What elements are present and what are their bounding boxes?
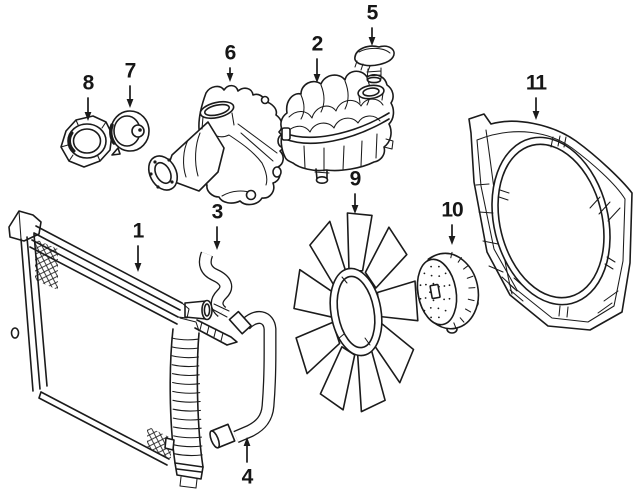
part-fan-shroud	[468, 113, 633, 331]
part-upper-hose	[198, 251, 233, 318]
callout-arrowhead	[134, 263, 142, 272]
callout-arrowhead	[368, 37, 376, 46]
part-thermostat	[109, 110, 150, 156]
callout-fan-shroud[interactable]: 11	[526, 72, 548, 121]
callout-arrowhead	[532, 111, 540, 120]
callout-upper-radiator-hose[interactable]: 3	[212, 201, 224, 251]
callout-number[interactable]: 3	[212, 201, 224, 224]
callout-arrowhead	[213, 241, 221, 250]
part-thermostat-cover	[60, 115, 113, 168]
callout-thermostat[interactable]: 7	[125, 60, 137, 109]
callout-arrowhead	[313, 74, 321, 83]
callout-number[interactable]: 5	[367, 2, 380, 25]
callout-number[interactable]: 10	[441, 199, 464, 222]
callout-radiator[interactable]: 1	[133, 220, 146, 273]
part-fan-clutch	[416, 251, 480, 334]
callout-number[interactable]: 11	[526, 72, 549, 95]
callout-arrowhead	[226, 73, 234, 82]
callout-arrowhead	[126, 99, 134, 108]
callout-arrowhead	[351, 205, 359, 214]
callout-lower-radiator-hose[interactable]: 4	[242, 437, 255, 489]
callout-number[interactable]: 2	[312, 33, 324, 56]
fan-blade-shape	[376, 280, 419, 322]
callout-water-pump[interactable]: 6	[225, 42, 237, 83]
callout-arrowhead	[243, 437, 251, 446]
callout-number[interactable]: 9	[350, 168, 362, 191]
part-fan	[293, 212, 419, 413]
part-water-pump	[147, 84, 287, 206]
callout-expansion-tank-cap[interactable]: 5	[367, 2, 380, 47]
fan-blade-shape	[346, 212, 373, 272]
callout-expansion-tank[interactable]: 2	[312, 33, 324, 84]
callout-fan-clutch[interactable]: 10	[441, 199, 464, 246]
part-expansion-tank	[280, 70, 395, 185]
fan-blade-shape	[364, 226, 408, 289]
callout-fan-blade[interactable]: 9	[350, 168, 362, 215]
callout-number[interactable]: 7	[125, 60, 137, 83]
callout-thermostat-cover[interactable]: 8	[83, 72, 96, 122]
callout-number[interactable]: 4	[242, 466, 255, 489]
part-radiator	[8, 210, 238, 489]
part-tank-cap	[354, 45, 395, 84]
callout-arrowhead	[448, 236, 456, 245]
fan-blade-shape	[319, 345, 356, 411]
callout-layer: 1 2 3 4 5 6 7 8 9 10 11	[83, 2, 549, 489]
callout-number[interactable]: 6	[225, 42, 237, 65]
callout-number[interactable]: 1	[133, 220, 146, 243]
part-lower-hose	[209, 310, 277, 449]
callout-arrowhead	[84, 112, 92, 121]
callout-number[interactable]: 8	[83, 72, 96, 95]
